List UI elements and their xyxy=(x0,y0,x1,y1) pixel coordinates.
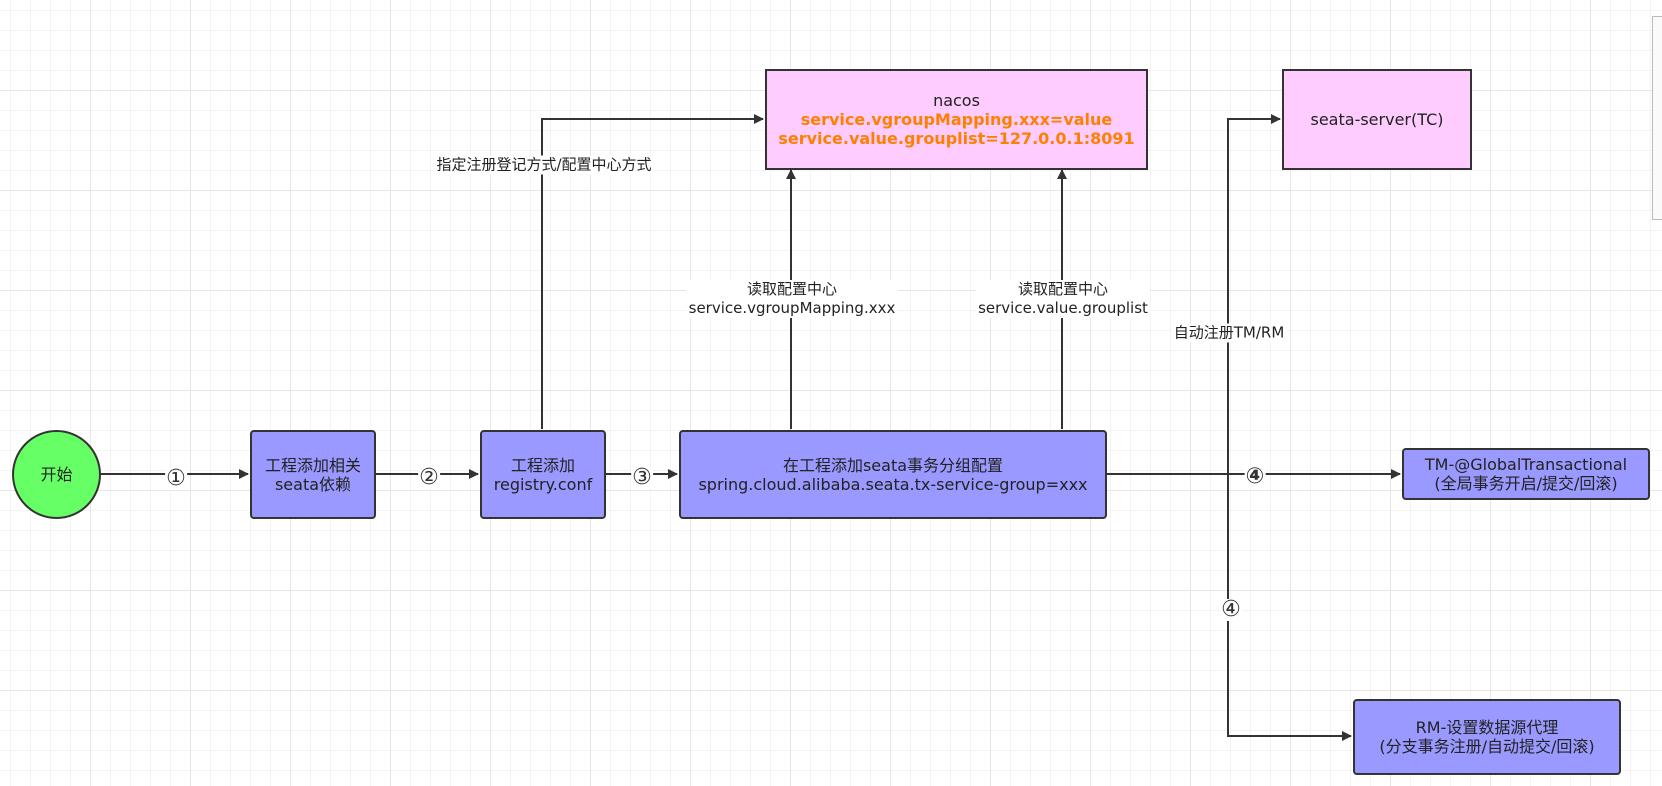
nacos-grouplist: service.value.grouplist=127.0.0.1:8091 xyxy=(778,129,1135,148)
add-registry-line-2: registry.conf xyxy=(493,474,593,494)
read-vgroup-mapping-label: 读取配置中心 service.vgroupMapping.xxx xyxy=(686,280,898,318)
nacos-title: nacos xyxy=(933,91,980,110)
specify-registry-label: 指定注册登记方式/配置中心方式 xyxy=(434,155,654,175)
add-tx-group-node: 在工程添加seata事务分组配置 spring.cloud.alibaba.se… xyxy=(679,430,1107,519)
add-dependency-line-2: seata依赖 xyxy=(274,474,352,494)
start-node-label: 开始 xyxy=(40,465,73,484)
start-node: 开始 xyxy=(12,430,101,519)
edge-to-seata-server xyxy=(1227,114,1281,474)
tm-node: TM-@GlobalTransactional (全局事务开启/提交/回滚) xyxy=(1402,448,1650,500)
auto-register-label: 自动注册TM/RM xyxy=(1171,323,1287,343)
read-grouplist-line-2: service.value.grouplist xyxy=(978,299,1148,317)
read-grouplist-label: 读取配置中心 service.value.grouplist xyxy=(976,280,1150,318)
rm-node: RM-设置数据源代理 (分支事务注册/自动提交/回滚) xyxy=(1353,699,1621,775)
seata-server-node: seata-server(TC) xyxy=(1282,69,1472,170)
read-vgroup-mapping-line-1: 读取配置中心 xyxy=(746,280,837,298)
edge-to-rm xyxy=(1227,474,1352,741)
add-registry-line-1: 工程添加 xyxy=(510,455,575,475)
read-vgroup-mapping-line-2: service.vgroupMapping.xxx xyxy=(688,299,896,317)
step-3-marker: ③ xyxy=(631,465,653,490)
add-dependency-node: 工程添加相关 seata依赖 xyxy=(250,430,376,519)
step-4-marker-rm: ④ xyxy=(1220,597,1242,622)
rm-line-2: (分支事务注册/自动提交/回滚) xyxy=(1379,737,1595,756)
panel-edge-handle[interactable] xyxy=(1652,16,1662,220)
rm-line-1: RM-设置数据源代理 xyxy=(1415,718,1559,737)
step-1-marker: ① xyxy=(165,466,187,491)
add-dependency-line-1: 工程添加相关 xyxy=(264,455,361,475)
add-tx-group-line-1: 在工程添加seata事务分组配置 xyxy=(782,455,1004,475)
tm-line-1: TM-@GlobalTransactional xyxy=(1424,455,1628,474)
step-2-marker: ② xyxy=(418,465,440,490)
tm-line-2: (全局事务开启/提交/回滚) xyxy=(1434,474,1618,493)
nacos-node: nacos service.vgroupMapping.xxx=value se… xyxy=(765,69,1148,170)
nacos-vgroup-mapping: service.vgroupMapping.xxx=value xyxy=(800,110,1113,129)
read-grouplist-line-1: 读取配置中心 xyxy=(1017,280,1108,298)
add-tx-group-line-2: spring.cloud.alibaba.seata.tx-service-gr… xyxy=(698,474,1088,494)
step-4-marker-tm: ④ xyxy=(1244,464,1266,489)
edge-registry-to-nacos xyxy=(541,114,764,429)
seata-server-label: seata-server(TC) xyxy=(1310,110,1444,129)
add-registry-node: 工程添加 registry.conf xyxy=(480,430,606,519)
